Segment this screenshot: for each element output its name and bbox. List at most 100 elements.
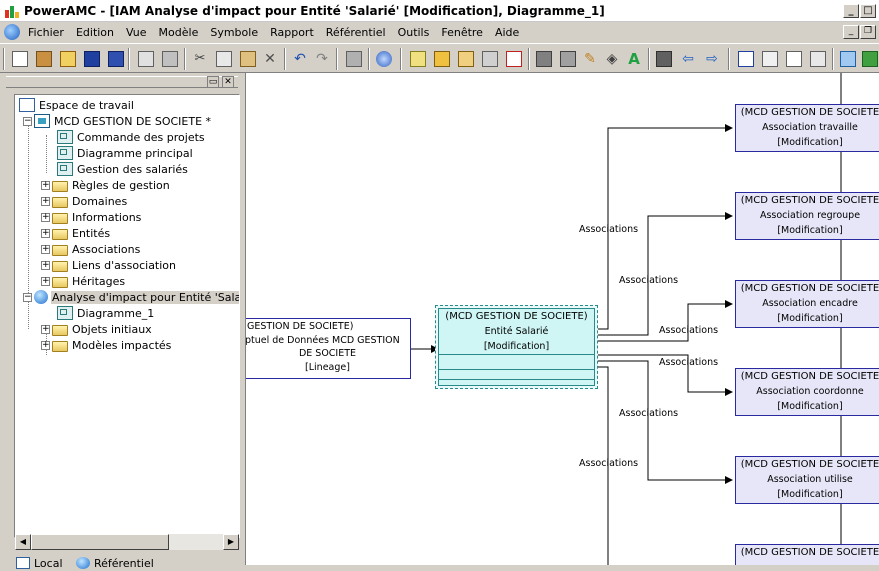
save-icon[interactable] <box>84 51 100 67</box>
tab-local[interactable]: Local <box>16 555 63 571</box>
menu-symbole[interactable]: Symbole <box>210 25 259 39</box>
expand-toggle[interactable]: + <box>41 275 50 286</box>
menu-referentiel[interactable]: Référentiel <box>325 25 386 39</box>
zoom-icon[interactable] <box>840 51 856 67</box>
undo-icon[interactable]: ↶ <box>294 51 306 67</box>
entity-salarie-node[interactable]: (MCD GESTION DE SOCIETE) Entité Salarié … <box>435 305 598 389</box>
association-utilise-node[interactable]: (MCD GESTION DE SOCIETE Association util… <box>735 456 879 504</box>
menu-outils[interactable]: Outils <box>397 25 430 39</box>
association-partial-node[interactable]: (MCD GESTION DE SOCIETE <box>735 544 879 565</box>
toolbar: ✂ ✕ ↶ ↷ ✎ ◈ A ⇦ ⇨ <box>0 43 879 73</box>
refresh-icon[interactable] <box>862 51 878 67</box>
tree-horizontal-scrollbar[interactable]: ◀ ▶ <box>15 534 239 550</box>
find-object-icon[interactable] <box>458 51 474 67</box>
bring-to-front-icon[interactable] <box>656 51 672 67</box>
poweramc-app-icon[interactable] <box>4 3 20 19</box>
table-icon[interactable] <box>810 51 826 67</box>
print-preview-icon[interactable] <box>138 51 154 67</box>
paste-icon[interactable] <box>240 51 256 67</box>
expand-toggle[interactable]: + <box>41 323 50 334</box>
tree-item-domaines[interactable]: + Domaines <box>41 194 128 208</box>
association-regroupe-node[interactable]: (MCD GESTION DE SOCIETE Association regr… <box>735 192 879 240</box>
expand-toggle[interactable]: + <box>41 259 50 270</box>
association-encadre-node[interactable]: (MCD GESTION DE SOCIETE Association enca… <box>735 280 879 328</box>
menu-fichier[interactable]: Fichier <box>28 25 64 39</box>
tree-item-regles-gestion[interactable]: + Règles de gestion <box>41 178 170 192</box>
cut-icon[interactable]: ✂ <box>194 51 206 66</box>
tree-item-liens-association[interactable]: + Liens d'association <box>41 258 177 272</box>
tree-item-gestion-salaries[interactable]: Gestion des salariés <box>57 161 189 177</box>
new-project-icon[interactable] <box>36 51 52 67</box>
expand-toggle[interactable]: + <box>41 179 50 190</box>
impact-analysis-icon[interactable] <box>376 51 392 67</box>
list-icon[interactable] <box>482 51 498 67</box>
redo-icon[interactable]: ↷ <box>316 51 328 67</box>
delete-icon[interactable]: ✕ <box>264 51 276 67</box>
expand-toggle[interactable]: + <box>41 339 50 350</box>
association-name: Association encadre <box>762 298 858 309</box>
tab-referentiel[interactable]: Référentiel <box>76 555 154 571</box>
distribute-icon[interactable] <box>762 51 778 67</box>
copy-icon[interactable] <box>216 51 232 67</box>
menu-fenetre[interactable]: Fenêtre <box>441 25 483 39</box>
arrow-left-icon[interactable]: ⇦ <box>682 51 694 67</box>
expand-toggle[interactable]: + <box>41 227 50 238</box>
scroll-right-arrow-icon[interactable]: ▶ <box>223 534 239 550</box>
tree-item-informations[interactable]: + Informations <box>41 210 142 224</box>
association-coordonne-node[interactable]: (MCD GESTION DE SOCIETE Association coor… <box>735 368 879 416</box>
document-restore-button[interactable]: ❐ <box>860 25 876 39</box>
menu-edition[interactable]: Edition <box>75 25 115 39</box>
association-status: [Modification] <box>777 225 843 236</box>
tree-item-heritages[interactable]: + Héritages <box>41 274 126 288</box>
menu-vue[interactable]: Vue <box>126 25 147 39</box>
tree-item-diagramme-principal[interactable]: Diagramme principal <box>57 145 194 161</box>
tree-item-mcd-model[interactable]: − MCD GESTION DE SOCIETE * <box>23 114 212 128</box>
properties-icon[interactable] <box>346 51 362 67</box>
align-icon[interactable] <box>738 51 754 67</box>
new-document-icon[interactable] <box>12 51 28 67</box>
expand-toggle[interactable]: + <box>41 211 50 222</box>
tree-item-workspace[interactable]: Espace de travail <box>19 97 135 113</box>
document-minimize-button[interactable]: _ <box>843 25 859 39</box>
tree-item-impact-analysis[interactable]: − Analyse d'impact pour Entité 'Salarié' <box>23 289 239 305</box>
browser-close-button[interactable]: ✕ <box>222 76 234 88</box>
scroll-thumb[interactable] <box>31 534 169 550</box>
maximize-button[interactable]: □ <box>860 4 876 18</box>
scroll-left-arrow-icon[interactable]: ◀ <box>15 534 31 550</box>
tree-item-diagramme-1[interactable]: Diagramme_1 <box>57 305 155 321</box>
lineage-node[interactable]: GESTION DE SOCIETE) ptuel de Données MCD… <box>246 318 411 379</box>
collapse-toggle[interactable]: − <box>23 291 32 302</box>
collapse-toggle[interactable]: − <box>23 115 32 126</box>
tree-item-associations[interactable]: + Associations <box>41 242 141 256</box>
browser-grip[interactable] <box>6 76 238 88</box>
save-all-icon[interactable] <box>108 51 124 67</box>
page-icon[interactable] <box>786 51 802 67</box>
tree-item-commande-projets[interactable]: Commande des projets <box>57 129 206 145</box>
font-color-icon[interactable]: A <box>628 50 640 68</box>
tree-item-objets-initiaux[interactable]: + Objets initiaux <box>41 322 152 336</box>
arrow-right-icon[interactable]: ⇨ <box>706 51 718 67</box>
object-tree[interactable]: Espace de travail − MCD GESTION DE SOCIE… <box>14 94 240 538</box>
open-folder-icon[interactable] <box>60 51 76 67</box>
expand-toggle[interactable]: + <box>41 243 50 254</box>
association-travaille-node[interactable]: (MCD GESTION DE SOCIETE Association trav… <box>735 104 879 152</box>
menu-modele[interactable]: Modèle <box>158 25 199 39</box>
menu-rapport[interactable]: Rapport <box>270 25 314 39</box>
menu-aide[interactable]: Aide <box>494 25 520 39</box>
minimize-button[interactable]: _ <box>843 4 859 18</box>
open-model-icon[interactable] <box>434 51 450 67</box>
tree-item-entites[interactable]: + Entités <box>41 226 111 240</box>
print-icon[interactable] <box>162 51 178 67</box>
shadow-icon[interactable] <box>536 51 552 67</box>
diagram-canvas[interactable]: GESTION DE SOCIETE) ptuel de Données MCD… <box>245 73 879 565</box>
line-style-icon[interactable]: ✎ <box>584 51 596 67</box>
tree-item-modeles-impactes[interactable]: + Modèles impactés <box>41 338 172 352</box>
edge-label-associations: Associations <box>619 408 679 419</box>
expand-toggle[interactable]: + <box>41 195 50 206</box>
document-globe-icon[interactable] <box>4 24 20 40</box>
fill-color-icon[interactable]: ◈ <box>606 51 618 67</box>
browser-minimize-button[interactable]: ▭ <box>207 76 219 88</box>
check-model-icon[interactable] <box>506 51 522 67</box>
new-package-icon[interactable] <box>410 51 426 67</box>
format-icon[interactable] <box>560 51 576 67</box>
